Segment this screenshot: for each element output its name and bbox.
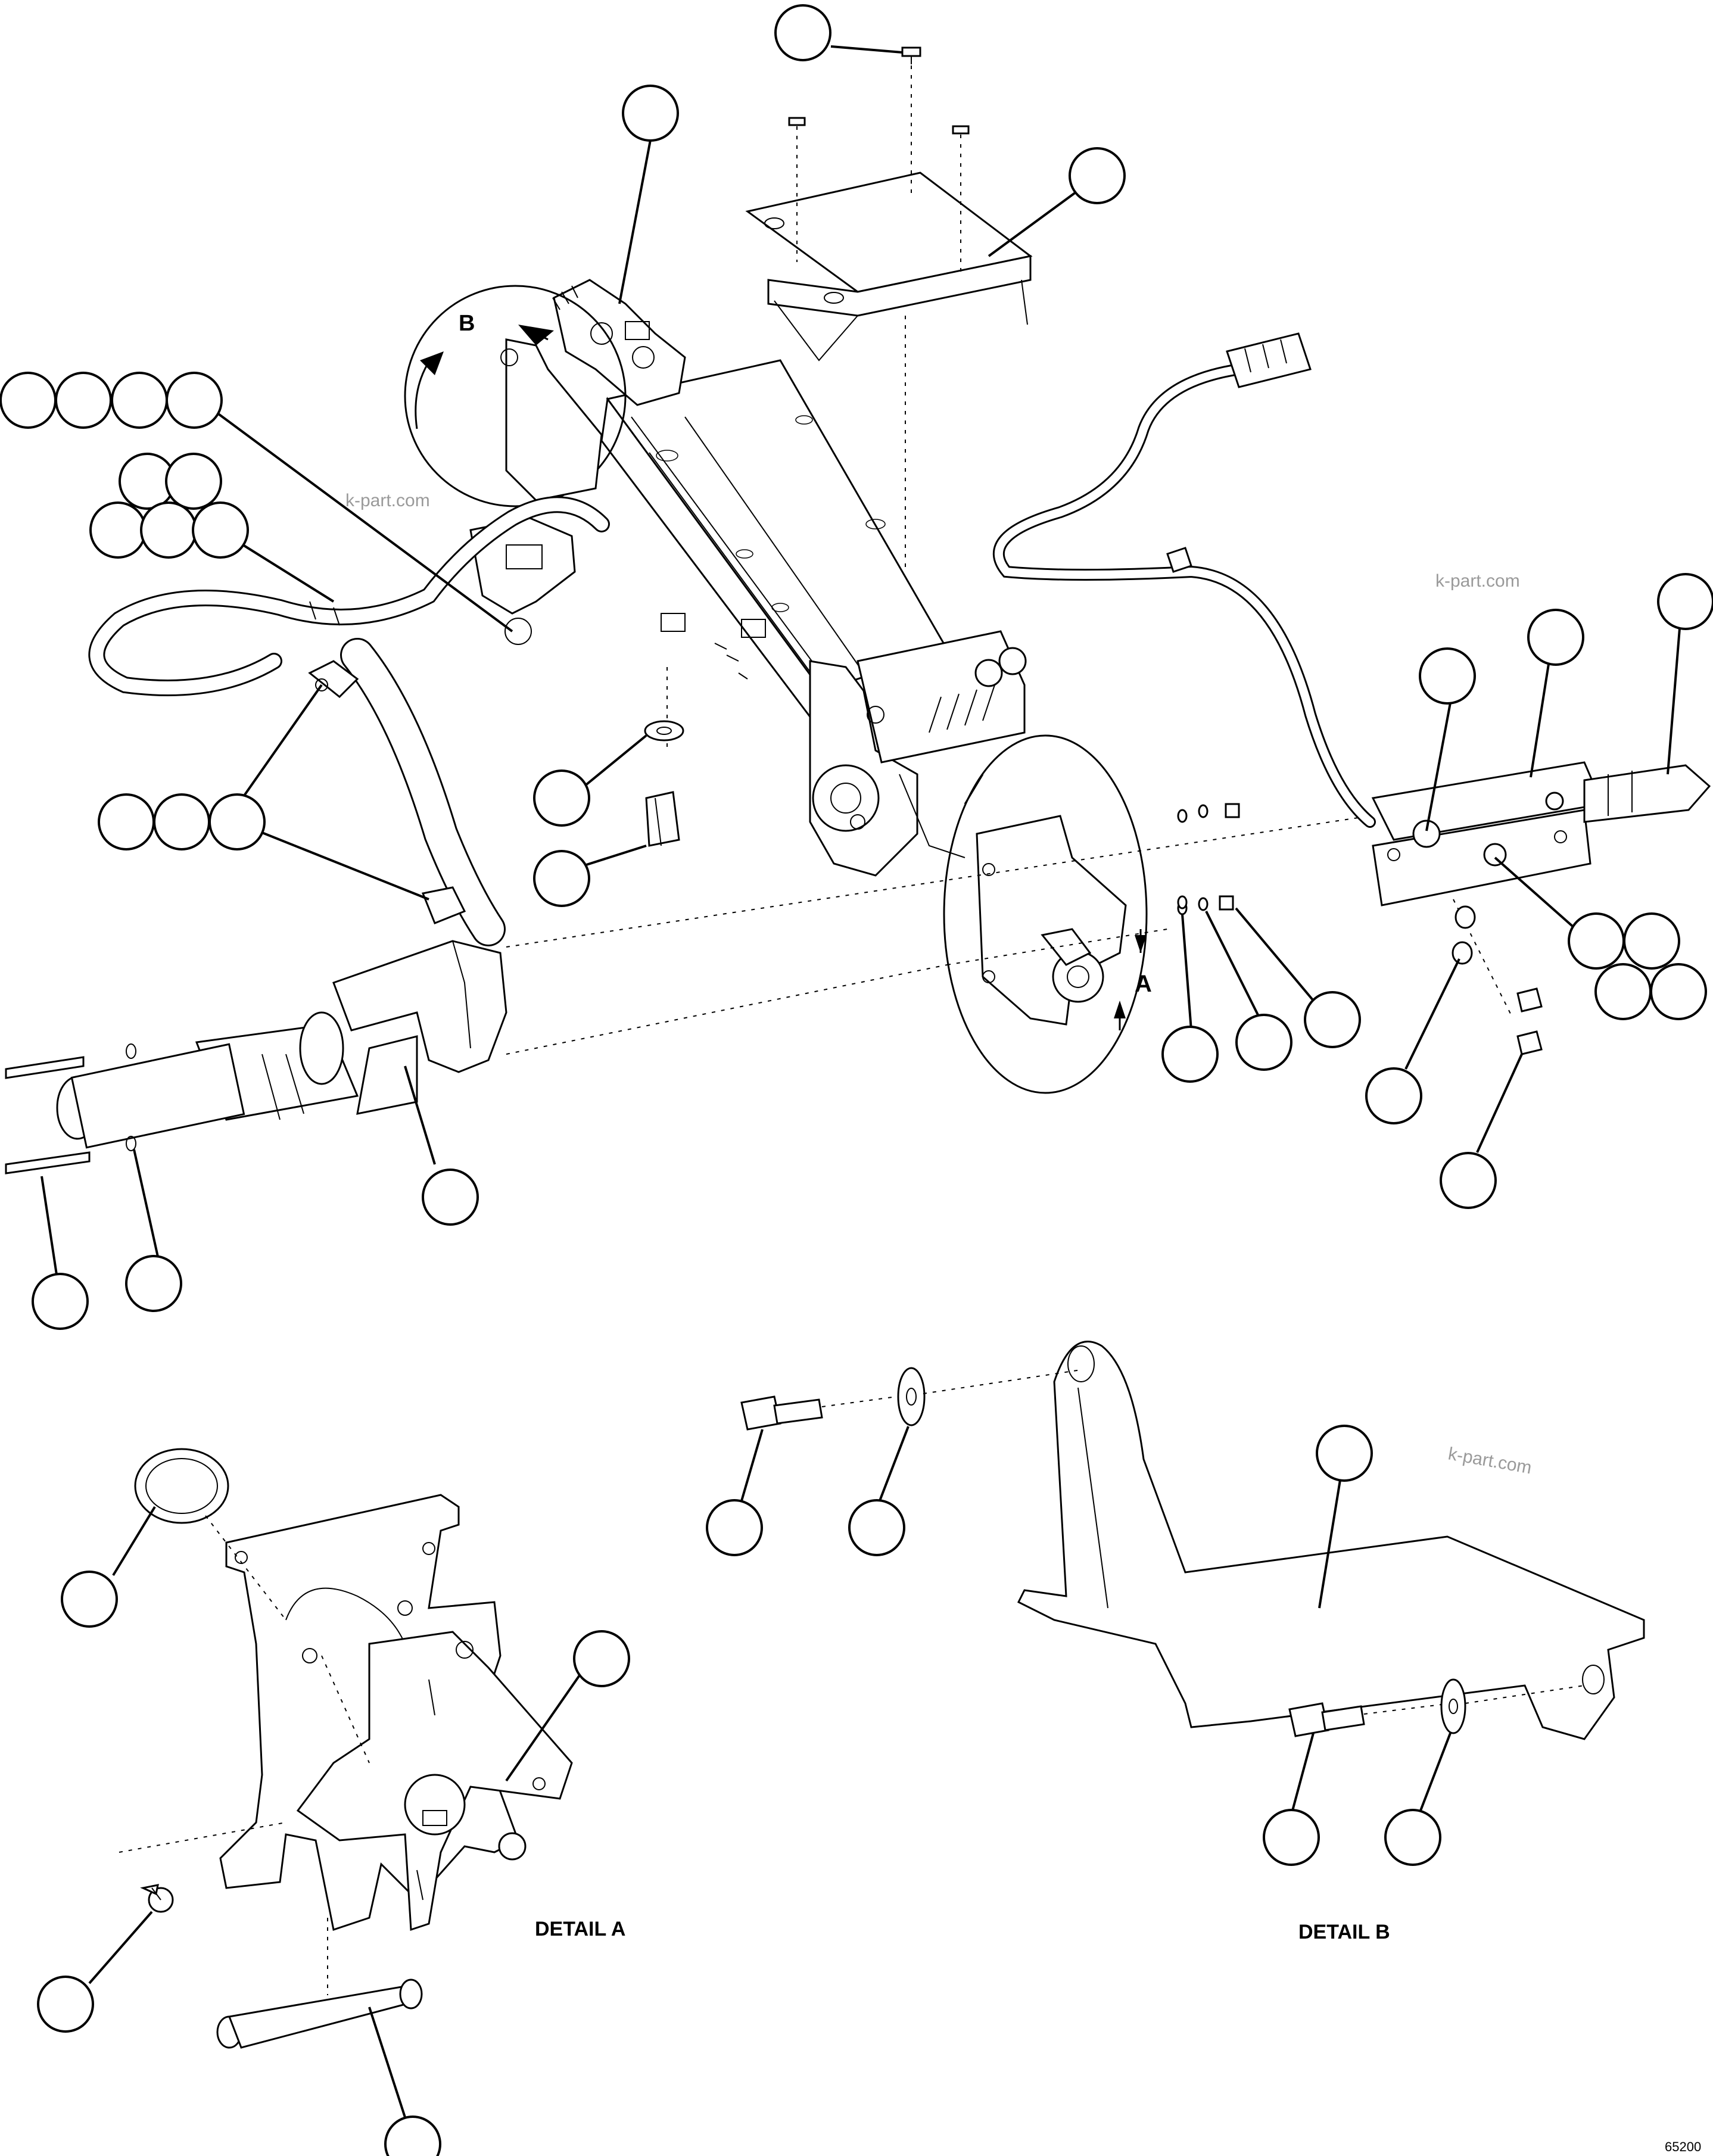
tilt-actuator-bracket [332,940,507,1115]
callout-bubble [1365,1067,1422,1124]
right-wire-harness [992,332,1376,828]
tilt-lever-assembly [1371,761,1711,906]
detail-b-title: DETAIL B [1298,1921,1390,1943]
callout-bubble [89,501,147,559]
callout-bubble [1235,1014,1292,1071]
view-label-b: B [459,311,475,336]
view-circle-a: A [943,734,1152,1094]
detail-b-bolt-top [740,1395,897,1431]
callout-bubble [533,769,590,827]
callout-bubble [1568,912,1625,970]
callout-bubble [622,85,679,142]
callout-bubble [192,501,249,559]
detail-b-washer-top [897,1367,1082,1426]
callout-bubble [1650,963,1707,1020]
center-washer-bolt [644,720,684,847]
callout-bubble [0,372,57,429]
callout-bubble [573,1630,630,1687]
callout-bubble [848,1499,905,1556]
callout-bubble [706,1499,763,1556]
steering-column-channel [600,359,949,736]
callout-bubble [61,1571,118,1628]
callout-bubble [125,1255,182,1312]
callout-bubble [98,793,155,850]
callout-bubble [1069,147,1126,204]
callout-bubble [1440,1152,1497,1209]
left-support-tube [308,638,506,946]
callout-bubble [32,1273,89,1330]
wire-connector-left [469,517,576,645]
view-circle-b: B [404,285,627,507]
callout-bubble [1527,609,1584,666]
callout-bubble [1263,1809,1320,1866]
callout-bubble [1419,647,1476,705]
column-gear-head [714,630,1027,877]
watermark-1: k-part.com [345,491,430,510]
callout-bubble [1316,1425,1373,1482]
actuator-pins [5,1043,136,1174]
detail-b-washer-bottom [1440,1678,1585,1734]
callout-bubble [55,372,112,429]
detail-a-pin [216,1979,423,2049]
detail-a-screw [140,1884,174,1913]
callout-bubble [1594,963,1652,1020]
universal-joint [552,279,686,406]
drawing-code: 65200 [1665,2139,1701,2154]
callout-bubble [1161,1026,1219,1083]
callout-bubble [140,501,197,559]
callout-bubble [1304,991,1361,1048]
callout-bubble [166,372,223,429]
top-mounting-plate [745,172,1033,362]
callout-bubble [1657,573,1713,630]
callout-bubble [37,1976,94,2033]
callout-bubble [533,850,590,907]
callout-bubble [384,2116,441,2156]
callout-bubble [153,793,210,850]
callout-bubble [111,372,168,429]
small-hardware-right [1177,803,1240,915]
callouts [0,4,1713,2156]
detail-b-bolt-bottom [1288,1702,1442,1737]
callout-bubble [774,4,831,61]
detail-a-bracket [119,1448,573,1995]
left-wire-harness [88,496,610,696]
watermark-3: k-part.com [1447,1444,1533,1478]
callout-bubble [165,453,222,510]
tilt-actuator [56,1011,359,1149]
view-label-a: A [1135,971,1152,997]
callout-bubble [422,1169,479,1226]
callout-bubble [208,793,266,850]
detail-a-title: DETAIL A [535,1918,625,1940]
callout-bubble [1384,1809,1441,1866]
callout-bubble [1623,912,1680,970]
lever-washers-bolts [1452,905,1543,1055]
plate-screws [788,46,970,572]
watermark-2: k-part.com [1435,571,1520,591]
